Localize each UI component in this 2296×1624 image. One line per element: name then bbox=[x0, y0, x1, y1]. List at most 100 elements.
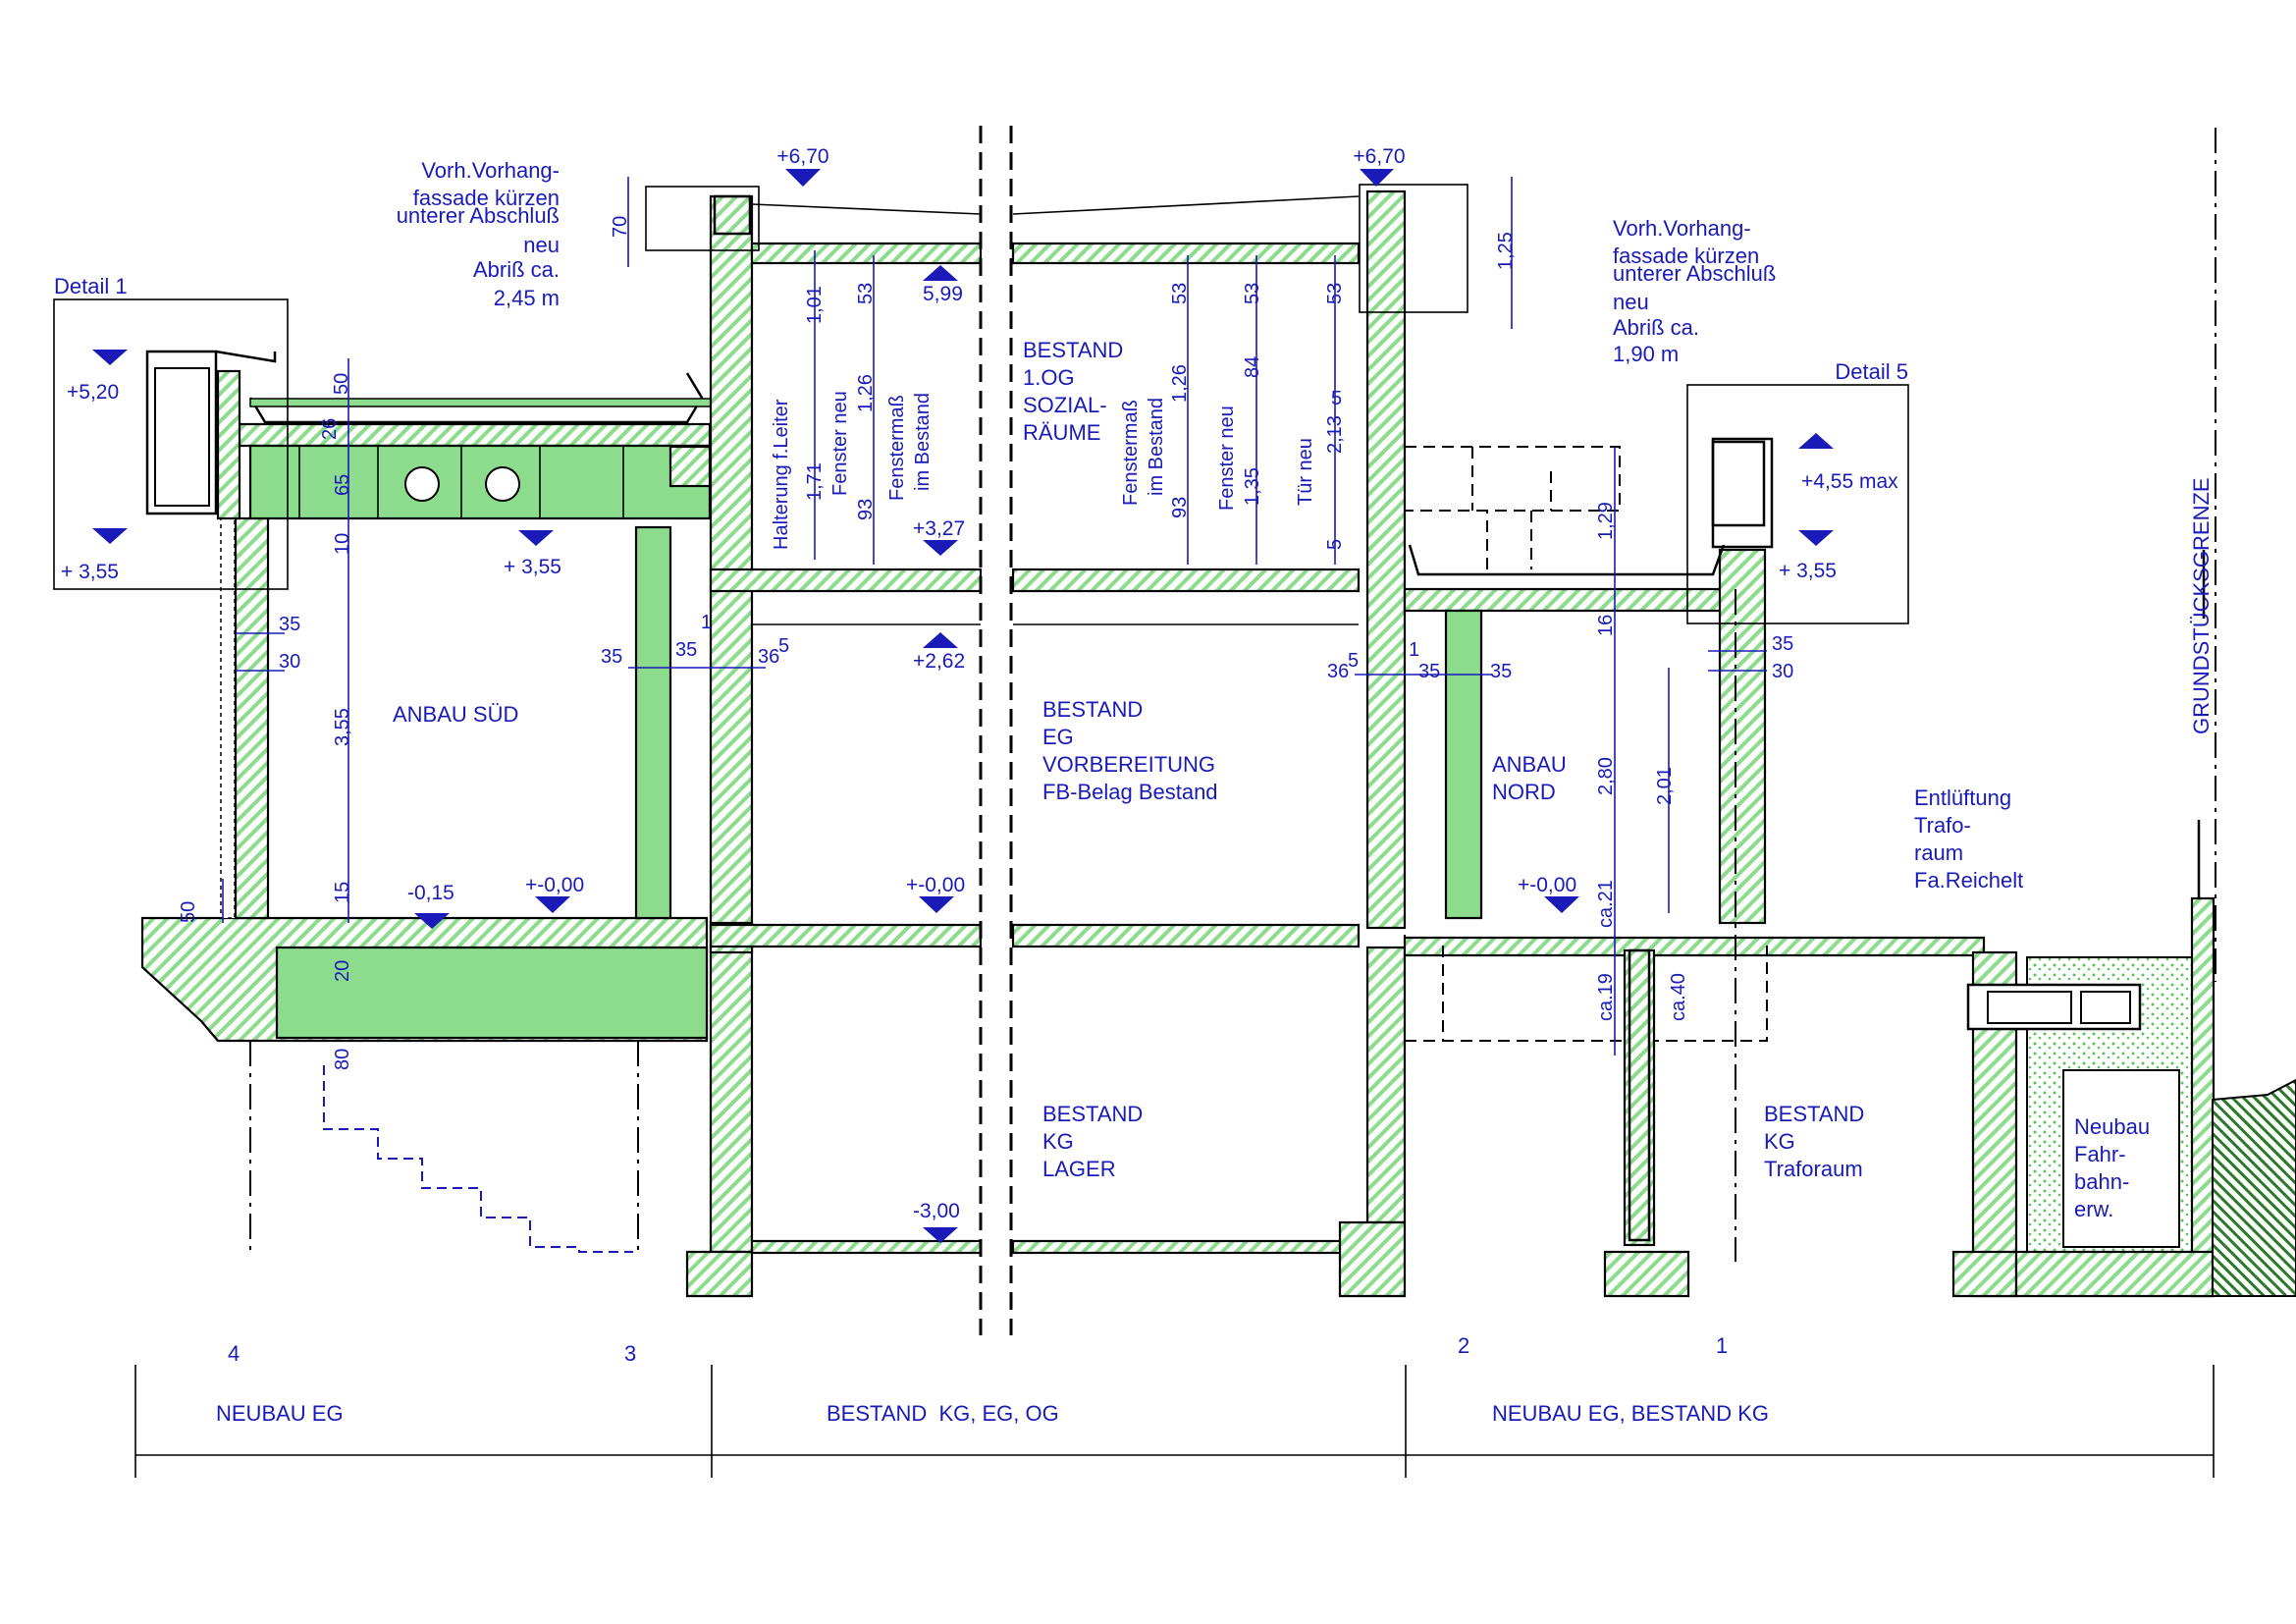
dim-26: 26 bbox=[319, 418, 341, 440]
dim-tuer-neu: Tür neu bbox=[1295, 438, 1316, 506]
dim-125: 1,25 bbox=[1495, 232, 1517, 270]
level-d1-top: +5,20 bbox=[67, 381, 119, 404]
note-vorhang-left-1: Vorh.Vorhang- bbox=[421, 158, 560, 183]
zone-bestand: BESTAND KG, EG, OG bbox=[827, 1401, 1059, 1426]
level-kg-floor: -3,00 bbox=[913, 1200, 960, 1222]
room-fahrbahn-3: bahn- bbox=[2074, 1169, 2129, 1194]
dim-35d: 35 bbox=[1418, 661, 1440, 682]
room-bestand-og-4: RÄUME bbox=[1023, 420, 1100, 445]
room-fahrbahn-1: Neubau bbox=[2074, 1114, 2150, 1139]
dim-70: 70 bbox=[610, 216, 631, 238]
dim-213: 2,13 bbox=[1324, 415, 1346, 454]
dim-sup5b: 5 bbox=[1331, 388, 1342, 409]
level-eg-ceiling: +2,62 bbox=[913, 650, 965, 673]
room-anbau-nord-2: NORD bbox=[1492, 780, 1556, 804]
detail-1-label: Detail 1 bbox=[54, 274, 128, 298]
level-eg-floor: +-0,00 bbox=[906, 874, 965, 896]
room-bestand-og-1: BESTAND bbox=[1023, 338, 1123, 362]
room-anbau-sued: ANBAU SÜD bbox=[393, 702, 518, 727]
dim-126a: 1,26 bbox=[855, 374, 877, 412]
room-bestand-eg-3: VORBEREITUNG bbox=[1042, 752, 1215, 777]
note-vorhang-left-2: fassade kürzen bbox=[413, 186, 560, 210]
room-kg-trafo-1: BESTAND bbox=[1764, 1102, 1864, 1126]
zone-neubau-eg: NEUBAU EG bbox=[216, 1401, 344, 1426]
room-kg-lager-3: LAGER bbox=[1042, 1157, 1116, 1181]
note-vorhang-left-4: neu bbox=[523, 233, 560, 257]
detail-boxes bbox=[53, 298, 1909, 624]
dim-sup5c: 5 bbox=[1348, 650, 1359, 672]
level-top-left: +6,70 bbox=[776, 145, 828, 168]
note-entlueftung-3: raum bbox=[1914, 840, 1963, 865]
room-kg-trafo-3: Traforaum bbox=[1764, 1157, 1863, 1181]
axis-3: 3 bbox=[624, 1341, 636, 1366]
room-kg-lager-2: KG bbox=[1042, 1129, 1074, 1154]
room-bestand-og-2: 1.OG bbox=[1023, 365, 1075, 390]
dim-355: 3,55 bbox=[332, 708, 353, 746]
note-entlueftung-4: Fa.Reichelt bbox=[1914, 868, 2023, 893]
room-bestand-og-3: SOZIAL- bbox=[1023, 393, 1107, 417]
dim-50a: 50 bbox=[331, 373, 352, 395]
dim-ca19: ca.19 bbox=[1595, 973, 1617, 1021]
note-vorhang-right-2: fassade kürzen bbox=[1613, 244, 1759, 268]
note-vorhang-right-4: neu bbox=[1613, 290, 1649, 314]
dim-53a: 53 bbox=[855, 283, 877, 304]
room-anbau-nord-1: ANBAU bbox=[1492, 752, 1567, 777]
texts: ANBAU SÜD BESTAND 1.OG SOZIAL- RÄUME BES… bbox=[54, 145, 2214, 1426]
note-entlueftung-1: Entlüftung bbox=[1914, 785, 2011, 810]
dim-53b: 53 bbox=[1169, 283, 1191, 304]
dim-fenstermass-b1: Fenstermaß bbox=[1120, 400, 1142, 506]
dim-50b: 50 bbox=[178, 901, 199, 923]
dim-10: 10 bbox=[332, 533, 353, 555]
dim-30b: 30 bbox=[1772, 661, 1793, 682]
dim-35f: 35 bbox=[1772, 633, 1793, 655]
dim-280: 2,80 bbox=[1595, 757, 1617, 795]
dim-65: 65 bbox=[332, 474, 353, 496]
dim-fenster-neu-a: Fenster neu bbox=[829, 391, 851, 496]
level-og-ceiling: 5,99 bbox=[923, 283, 963, 305]
dim-365a: 36 bbox=[758, 646, 779, 668]
dim-201: 2,01 bbox=[1654, 767, 1676, 805]
level-sued-floor2: +-0,00 bbox=[525, 874, 584, 896]
level-top-right: +6,70 bbox=[1353, 145, 1405, 168]
dim-365b: 36 bbox=[1327, 661, 1349, 682]
room-kg-lager-1: BESTAND bbox=[1042, 1102, 1143, 1126]
dim-53c: 53 bbox=[1242, 283, 1263, 304]
note-vorhang-right-6: 1,90 m bbox=[1613, 342, 1679, 366]
level-sued-ceiling: + 3,55 bbox=[504, 556, 561, 578]
room-fahrbahn-2: Fahr- bbox=[2074, 1142, 2126, 1166]
dimension-lines bbox=[222, 177, 1767, 1056]
dim-35e: 35 bbox=[1490, 661, 1512, 682]
axis-1: 1 bbox=[1716, 1333, 1728, 1358]
dim-halterung: Halterung f.Leiter bbox=[771, 399, 792, 550]
dim-20: 20 bbox=[332, 960, 353, 982]
dim-171: 1,71 bbox=[804, 462, 826, 501]
dim-sup5a: 5 bbox=[778, 635, 789, 657]
dim-93a: 93 bbox=[855, 499, 877, 520]
note-grenze: GRUNDSTÜCKSGRENZE bbox=[2189, 477, 2214, 734]
level-markers bbox=[92, 169, 1834, 1243]
note-vorhang-left-5: Abriß ca. bbox=[473, 257, 560, 282]
dim-35a: 35 bbox=[279, 614, 300, 635]
zone-neubau-bestand-kg: NEUBAU EG, BESTAND KG bbox=[1492, 1401, 1769, 1426]
dim-5: 5 bbox=[1324, 539, 1346, 550]
dim-129: 1,29 bbox=[1595, 502, 1617, 540]
dim-fenster-neu-b: Fenster neu bbox=[1216, 406, 1238, 511]
dim-35b: 35 bbox=[601, 646, 622, 668]
room-bestand-eg-1: BESTAND bbox=[1042, 697, 1143, 722]
note-entlueftung-2: Trafo- bbox=[1914, 813, 1971, 838]
note-vorhang-right-1: Vorh.Vorhang- bbox=[1613, 216, 1751, 241]
dim-fenstermass-a2: im Bestand bbox=[912, 393, 934, 491]
detail-5-label: Detail 5 bbox=[1835, 359, 1908, 384]
note-vorhang-left-3: unterer Abschluß bbox=[397, 203, 560, 228]
note-vorhang-left-6: 2,45 m bbox=[494, 286, 560, 310]
room-fahrbahn-4: erw. bbox=[2074, 1197, 2113, 1221]
dim-1b: 1 bbox=[1409, 639, 1419, 661]
dim-16: 16 bbox=[1595, 615, 1617, 636]
room-bestand-eg-2: EG bbox=[1042, 725, 1074, 749]
room-bestand-eg-4: FB-Belag Bestand bbox=[1042, 780, 1218, 804]
level-nord-floor: +-0,00 bbox=[1518, 874, 1576, 896]
dim-53d: 53 bbox=[1324, 283, 1346, 304]
zone-bar bbox=[134, 1365, 2215, 1478]
structure bbox=[140, 126, 2296, 1335]
